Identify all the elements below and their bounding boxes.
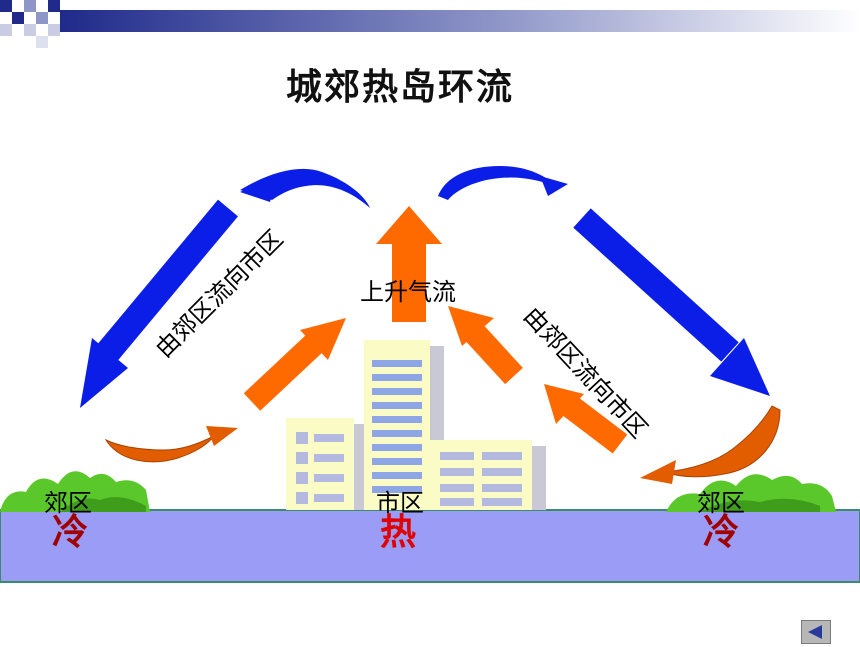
building-left bbox=[286, 418, 366, 510]
bottom-curve-arrow-left bbox=[104, 426, 238, 463]
bottom-curve-arrow-right bbox=[640, 405, 781, 484]
suburb-label-left: 郊区 bbox=[44, 489, 92, 517]
header-decoration bbox=[0, 0, 860, 48]
triangle-left-icon bbox=[808, 625, 822, 639]
rising-arrow-right bbox=[544, 384, 628, 454]
cold-label-right: 冷 bbox=[703, 511, 740, 553]
hot-label: 热 bbox=[380, 511, 417, 553]
top-curve-arrow-left bbox=[240, 168, 370, 208]
updraft-label: 上升气流 bbox=[360, 278, 456, 306]
rising-arrow-left bbox=[243, 318, 346, 411]
slide-title: 城郊热岛环流 bbox=[285, 66, 514, 108]
updraft-arrow bbox=[376, 206, 442, 322]
back-button[interactable] bbox=[801, 620, 831, 644]
cold-label-left: 冷 bbox=[52, 511, 89, 553]
rising-arrow-center-right bbox=[448, 306, 523, 385]
city-label: 市区 bbox=[376, 489, 424, 517]
suburb-label-right: 郊区 bbox=[697, 489, 745, 517]
descending-arrow-left bbox=[80, 199, 238, 408]
descending-arrow-right bbox=[573, 208, 770, 396]
top-curve-arrow-right bbox=[438, 166, 568, 200]
building-right bbox=[430, 440, 546, 510]
